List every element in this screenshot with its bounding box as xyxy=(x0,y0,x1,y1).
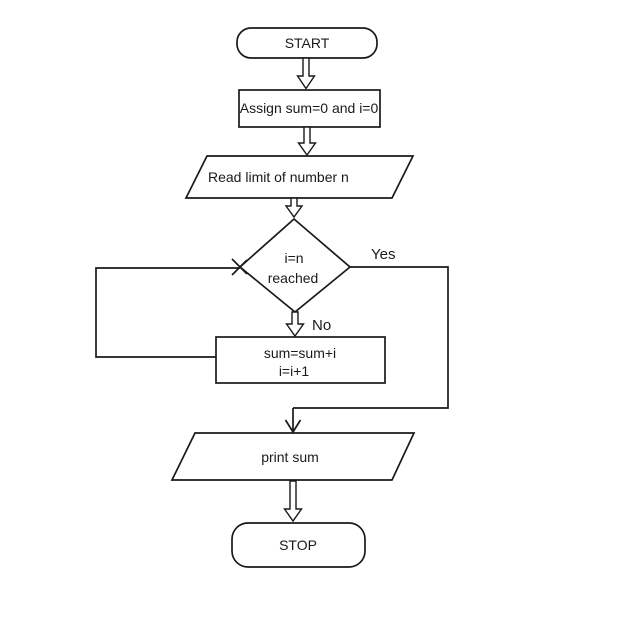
start-label: START xyxy=(285,35,330,51)
no-branch-label: No xyxy=(312,317,331,334)
read-io-shape xyxy=(184,155,415,199)
arrow-print-to-stop-icon xyxy=(283,480,303,523)
stop-label: STOP xyxy=(279,537,317,553)
accumulate-process-shape xyxy=(215,336,386,384)
arrow-start-to-assign-icon xyxy=(296,57,316,90)
arrow-decision-to-accumulate-icon xyxy=(285,311,305,338)
arrow-junction-to-print-icon xyxy=(284,408,302,434)
accumulate-label-line1: sum=sum+i xyxy=(264,345,336,361)
decision-label-line1: i=n xyxy=(284,250,303,266)
print-io-shape xyxy=(170,432,416,481)
yes-branch-connector xyxy=(293,266,449,409)
assign-label: Assign sum=0 and i=0 xyxy=(240,100,379,116)
assign-process-shape xyxy=(238,89,381,128)
decision-label-line2: reached xyxy=(268,270,319,286)
loop-back-arrowhead-icon xyxy=(231,258,248,276)
arrow-read-to-decision-icon xyxy=(284,197,304,219)
loop-back-connector xyxy=(95,267,240,358)
yes-branch-label: Yes xyxy=(371,246,395,263)
arrow-assign-to-read-icon xyxy=(297,126,317,157)
stop-terminator-shape xyxy=(231,522,366,568)
print-label: print sum xyxy=(261,449,319,465)
read-label: Read limit of number n xyxy=(208,169,349,185)
accumulate-label-line2: i=i+1 xyxy=(279,363,310,379)
